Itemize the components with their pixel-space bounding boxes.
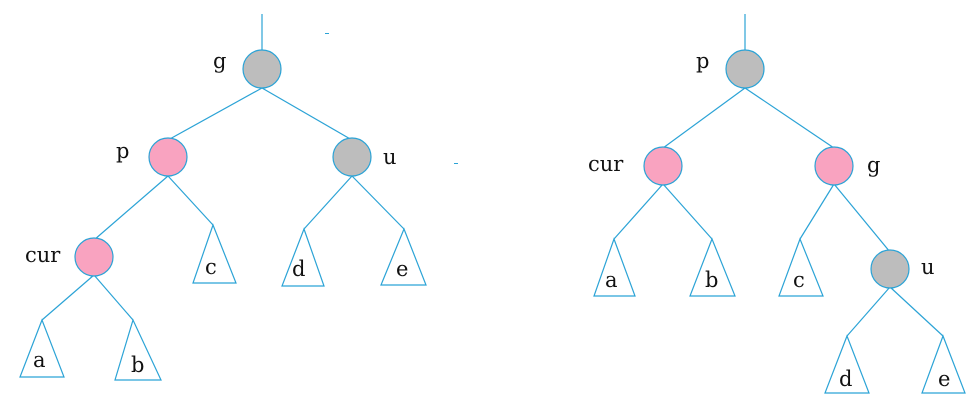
tree-after-label-p: p [696,49,709,73]
tree-before-subtree-label-c: c [205,255,217,279]
tree-after-subtree-label-b: b [705,268,718,292]
tree-after: p cur g u a b c d e [588,14,966,394]
edge-p-g [744,87,835,149]
tree-before-subtree-c [192,223,237,284]
stray-dot [454,163,458,164]
tree-after-label-cur: cur [588,152,624,176]
tree-after-subtree-a [593,237,636,297]
tree-after-subtree-b [689,237,736,297]
edge-u-d [846,286,891,337]
edge-g-u [261,87,353,141]
tree-before-node-g [242,49,282,89]
tree-before-subtree-label-e: e [396,257,408,281]
stray-dot [325,33,329,34]
tree-before-label-p: p [116,139,129,163]
edge-cur-a [613,183,664,240]
edge-g-c [799,183,835,240]
tree-before-label-cur: cur [25,243,61,267]
tree-after-subtree-label-c: c [793,268,805,292]
tree-before-subtree-label-d: d [292,257,305,281]
edge-cur-b [93,274,134,321]
tree-after-subtree-label-d: d [839,367,852,391]
edge-u-e [889,286,944,337]
tree-before-subtree-e [380,227,427,286]
edge-u-d [303,175,353,230]
edge-p-cur [93,175,169,241]
tree-before-subtree-label-a: a [33,348,46,372]
tree-after-node-cur [643,146,683,186]
tree-before: g p u cur a b c d e [19,14,458,381]
tree-before-node-cur [74,237,114,277]
tree-after-subtree-c [778,237,824,297]
edge-cur-b [662,183,713,240]
edge-g-u [833,183,891,253]
tree-after-label-u: u [921,255,935,279]
tree-before-subtree-label-b: b [131,353,144,377]
tree-after-node-p [725,49,765,89]
edge-p-c [167,175,214,226]
edge-g-p [167,87,263,141]
tree-after-subtree-label-e: e [938,367,950,391]
tree-before-subtree-b [114,318,162,381]
edge-u-e [351,175,405,230]
tree-before-subtree-d [281,227,325,287]
tree-after-subtree-d [824,334,870,394]
tree-before-subtree-a [19,318,65,378]
tree-after-subtree-label-a: a [605,268,618,292]
tree-before-label-g: g [213,49,226,73]
edge-cur-a [41,274,95,321]
tree-before-node-u [332,137,372,177]
tree-after-node-g [814,146,854,186]
tree-after-label-g: g [867,153,880,177]
tree-before-label-u: u [383,145,397,169]
tree-before-node-p [148,137,188,177]
edge-p-cur [662,87,746,149]
tree-after-subtree-e [921,334,966,394]
tree-after-node-u [870,249,910,289]
